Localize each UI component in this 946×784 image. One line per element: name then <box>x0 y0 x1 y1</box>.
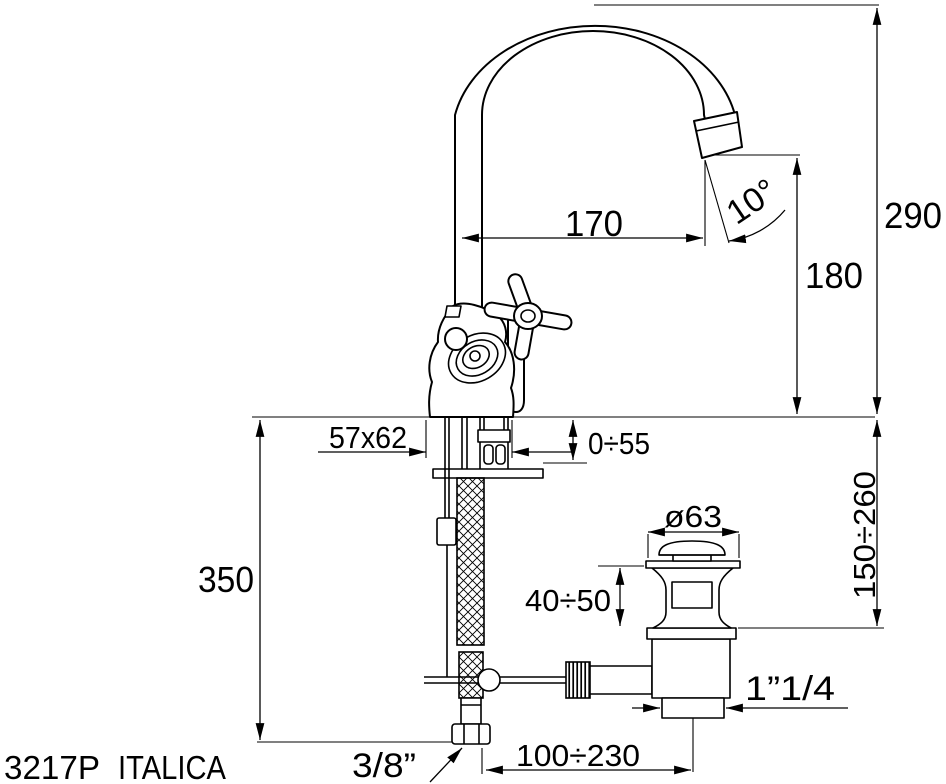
dim-label-180: 180 <box>805 255 863 296</box>
handle-hub <box>513 302 543 330</box>
dim-total-height: 290 <box>594 4 942 414</box>
dim-label-57x62: 57x62 <box>329 420 407 455</box>
shank-slot-right <box>495 444 506 465</box>
dim-hose-length: 350 <box>198 420 452 743</box>
riser-collar <box>444 305 462 318</box>
model-name-label: ITALICA <box>118 749 226 784</box>
drain-tailpiece <box>661 697 725 719</box>
dim-label-10deg: 10° <box>720 172 784 233</box>
rod-ball-joint <box>477 668 501 692</box>
rod-knurled-connector <box>565 661 591 699</box>
dim-tailpiece-thread: 1”1/4 <box>632 670 848 713</box>
dim-drain-offset: 100÷230 <box>481 738 691 775</box>
shank-assembly <box>432 417 544 479</box>
dim-cap-diameter: ø63 <box>647 499 740 558</box>
drain-cap-dome <box>658 540 726 556</box>
dim-spout-reach: 170 <box>462 159 730 246</box>
dim-deck-thickness: 0÷55 <box>543 420 650 464</box>
dim-spray-angle: 10° <box>720 172 786 244</box>
model-code-label: 3217P <box>4 749 100 784</box>
dim-label-350: 350 <box>198 559 254 600</box>
drain-window <box>671 581 713 609</box>
hose-hex-nut <box>451 723 491 745</box>
cross-handle <box>483 273 573 361</box>
drain-housing <box>651 638 731 699</box>
dim-outlet-height: 180 <box>712 154 863 414</box>
dim-hose-thread: 3/8” <box>352 747 463 784</box>
drain-lower-flange <box>646 627 737 640</box>
title-block: 3217P ITALICA <box>4 749 226 784</box>
dim-drain-top: 40÷50 <box>525 565 644 626</box>
rod-sleeve <box>589 665 653 695</box>
drain-upper-flange <box>645 560 741 569</box>
dim-label-150-260: 150÷260 <box>847 471 882 599</box>
spout <box>454 24 743 309</box>
lift-rod-bracket <box>436 517 457 546</box>
spout-nozzle <box>693 111 743 159</box>
dim-label-170: 170 <box>565 203 623 244</box>
dim-label-3-8: 3/8” <box>352 747 416 784</box>
dim-base-size: 57x62 <box>318 420 575 458</box>
dim-drain-depth: 150÷260 <box>738 420 884 629</box>
faucet-body <box>428 273 573 418</box>
mounting-flange <box>432 468 544 479</box>
dim-label-40-50: 40÷50 <box>525 583 611 618</box>
body-spiral-ornament <box>447 332 507 384</box>
lift-rod <box>436 417 457 677</box>
dim-label-290: 290 <box>884 195 942 236</box>
hose-upper-segment <box>456 477 485 646</box>
dim-label-d63: ø63 <box>664 499 722 534</box>
shank-collar <box>477 429 511 443</box>
shank-slot-left <box>483 444 494 465</box>
hose-ferrule <box>460 697 482 725</box>
supply-hose <box>451 477 491 745</box>
spout-tube <box>454 24 736 309</box>
side-valve-cap <box>444 327 468 351</box>
dim-label-1-1-4: 1”1/4 <box>745 670 835 708</box>
dim-label-100-230: 100÷230 <box>516 738 640 773</box>
pop-up-drain <box>645 540 741 772</box>
dim-label-0-55: 0÷55 <box>588 426 650 461</box>
